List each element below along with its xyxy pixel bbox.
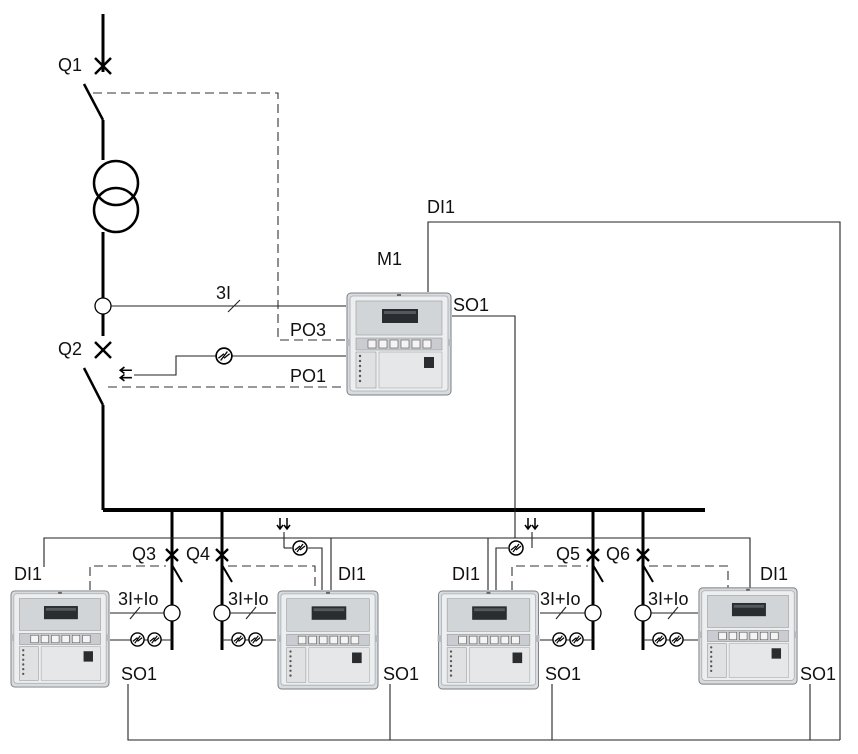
feeder4-sensors [643, 632, 698, 647]
feeder3-input-label: DI1 [452, 564, 480, 584]
breaker-q3-cross [165, 548, 179, 562]
po3-dashed-line [93, 92, 346, 341]
feeder-relay-2 [276, 590, 380, 690]
feeder-di-line [43, 537, 751, 590]
feeder-relay-1 [10, 590, 110, 688]
breaker-q4-label: Q4 [186, 544, 210, 564]
incoming-current-transformer [94, 297, 112, 315]
feeder1-sensors [110, 632, 172, 647]
breaker-q2-cross [94, 341, 112, 359]
feeder2-ct [213, 604, 276, 622]
main-current-label: 3I [216, 283, 231, 303]
transformer-symbol [92, 159, 140, 234]
main-relay-input-label: DI1 [427, 197, 455, 217]
bus-sensor-left-icon [292, 540, 308, 556]
breaker-q1-label: Q1 [58, 55, 82, 75]
feeder3-sensors [540, 632, 593, 647]
bus-sensor-right-icon [508, 540, 524, 556]
main-relay-output-label: SO1 [453, 295, 489, 315]
breaker-q5-label: Q5 [556, 544, 580, 564]
feeder-relay-4 [698, 587, 798, 685]
breaker-q6-cross [636, 548, 650, 562]
bus-light-sensor-right-icon [524, 517, 539, 530]
feeder-relay-3 [437, 590, 540, 690]
main-relay-device [346, 292, 452, 396]
breaker-q6-label: Q6 [606, 544, 630, 564]
feeder4-ct [634, 604, 698, 622]
feeder2-sensors [222, 632, 276, 647]
main-relay-name: M1 [377, 249, 402, 269]
main-di1-line [427, 221, 841, 740]
feeder1-ct [110, 604, 181, 622]
main-relay-po1-label: PO1 [290, 366, 326, 386]
breaker-q2-label: Q2 [58, 339, 82, 359]
main-so1-line [452, 315, 516, 538]
main-relay-po3-label: PO3 [290, 320, 326, 340]
feeder3-ct [540, 604, 602, 622]
feeder2-current-label: 3I+Io [228, 589, 269, 609]
feeder3-output-label: SO1 [545, 664, 581, 684]
feeder1-current-label: 3I+Io [118, 589, 159, 609]
feeder-so1-line [127, 684, 840, 741]
feeder4-output-label: SO1 [800, 664, 836, 684]
q2-switch-blade [82, 367, 105, 406]
feeder2-input-label: DI1 [338, 564, 366, 584]
breaker-q1-cross [94, 57, 112, 75]
breaker-q3-label: Q3 [132, 544, 156, 564]
bus-light-sensor-left-icon [276, 517, 291, 530]
breaker-q5-cross [586, 548, 600, 562]
breaker-q4-cross [215, 548, 229, 562]
feeder1-output-label: SO1 [121, 664, 157, 684]
q1-switch-blade [82, 83, 105, 121]
light-sensor-icon [119, 366, 133, 382]
feeder1-input-label: DI1 [14, 564, 42, 584]
feeder3-current-label: 3I+Io [540, 589, 581, 609]
feeder4-current-label: 3I+Io [648, 589, 689, 609]
sensor-icon [215, 347, 233, 365]
feeder4-input-label: DI1 [760, 564, 788, 584]
feeder2-output-label: SO1 [383, 664, 419, 684]
